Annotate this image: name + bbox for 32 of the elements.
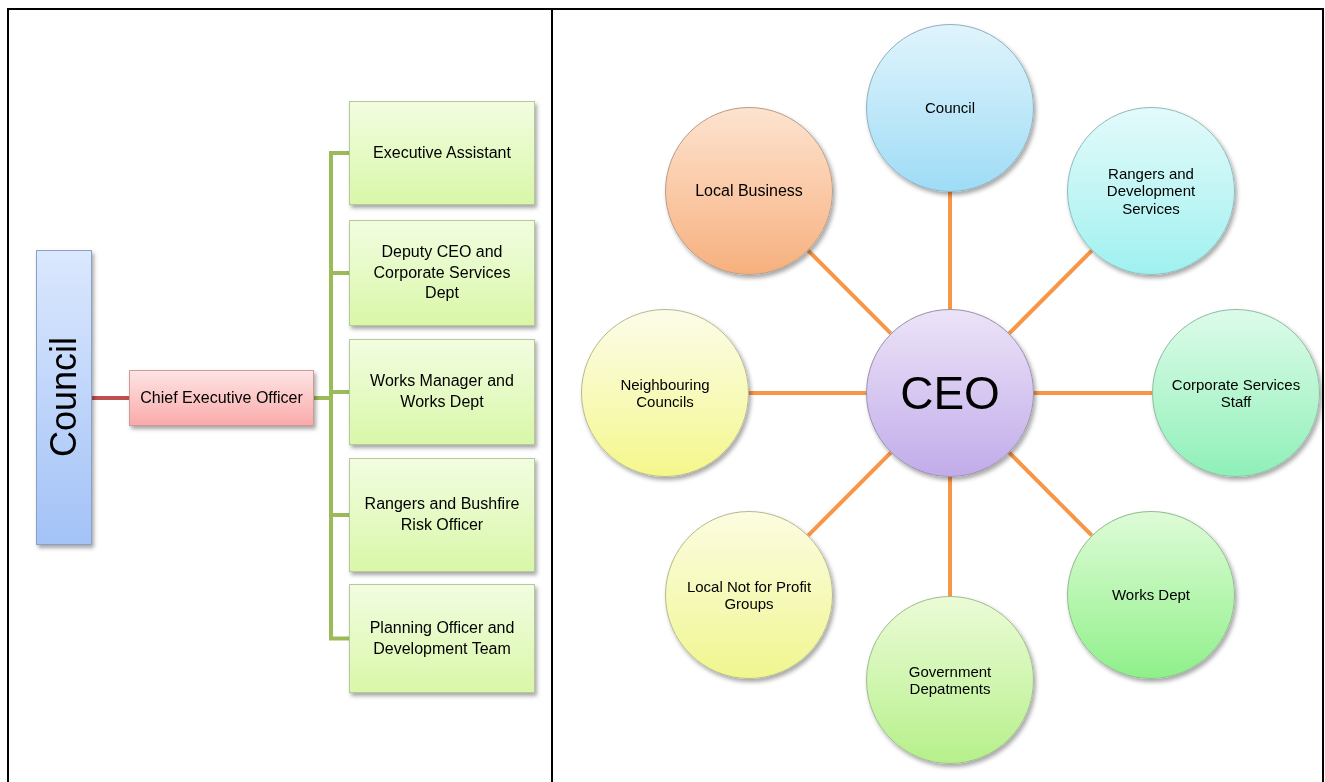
process-box xyxy=(349,101,535,205)
node-label: Executive Assistant xyxy=(373,142,511,163)
node-label: Corporate Services Staff xyxy=(1170,375,1302,411)
connector-line xyxy=(749,391,866,395)
node-label: Works Dept xyxy=(1111,586,1191,604)
node-label: Rangers and Development Services xyxy=(1105,165,1197,217)
node-label: Works Manager and Works Dept xyxy=(369,371,515,412)
connector-line xyxy=(948,192,952,309)
connector-line xyxy=(1034,391,1152,395)
node-label: CEO xyxy=(900,370,1000,416)
connector-line xyxy=(92,396,129,400)
node-label: Local Not for Profit Groups xyxy=(685,577,813,613)
node-label: Government Depatments xyxy=(907,662,993,698)
connector-line xyxy=(1007,451,1094,537)
connector-line xyxy=(948,477,952,596)
node-label: Local Business xyxy=(695,180,803,201)
node-label: Council xyxy=(42,337,85,458)
connector-line xyxy=(806,249,893,335)
node-label: Council xyxy=(925,99,975,117)
node-label: Neighbouring Councils xyxy=(619,375,711,411)
node-label: Deputy CEO and Corporate Services Dept xyxy=(372,241,512,304)
node-label: Chief Executive Officer xyxy=(140,387,303,408)
process-box xyxy=(349,458,535,572)
process-box xyxy=(349,584,535,693)
process-box xyxy=(349,220,535,326)
connector-line xyxy=(806,451,893,537)
process-box xyxy=(129,370,314,426)
node-label: Rangers and Bushfire Risk Officer xyxy=(363,494,521,535)
connector-line xyxy=(1007,249,1094,335)
process-box xyxy=(349,339,535,445)
node-label: Planning Officer and Development Team xyxy=(368,617,516,659)
vertical-box xyxy=(36,250,92,545)
